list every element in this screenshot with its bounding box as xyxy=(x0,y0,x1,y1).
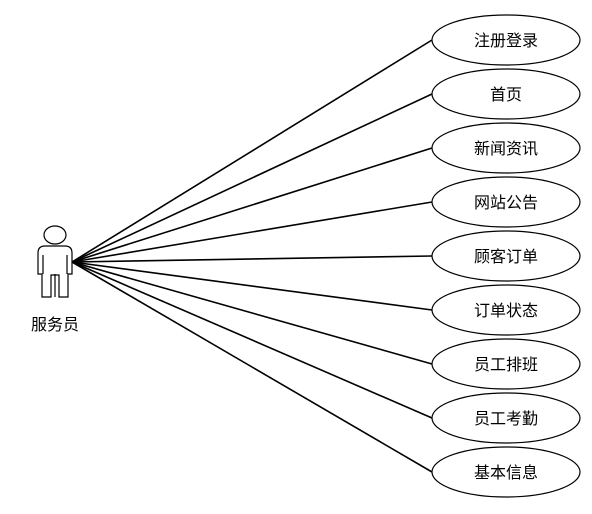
association-line xyxy=(71,201,433,263)
association-line xyxy=(71,261,433,365)
use-case-label: 首页 xyxy=(490,85,522,104)
association-line xyxy=(71,147,433,263)
use-case: 基本信息 xyxy=(431,446,581,498)
use-case-label: 新闻资讯 xyxy=(474,139,538,158)
association-line xyxy=(71,261,433,311)
association-line xyxy=(71,261,433,473)
use-case-label: 员工排班 xyxy=(474,355,538,374)
use-case-ellipse xyxy=(431,122,581,174)
use-case-ellipse xyxy=(431,284,581,336)
use-case: 员工考勤 xyxy=(431,392,581,444)
use-case-ellipse xyxy=(431,338,581,390)
use-case-label: 网站公告 xyxy=(474,193,538,212)
use-case-label: 顾客订单 xyxy=(474,247,538,266)
association-lines xyxy=(71,39,433,473)
use-case-label: 订单状态 xyxy=(474,301,538,320)
use-case: 新闻资讯 xyxy=(431,122,581,174)
use-case: 顾客订单 xyxy=(431,230,581,282)
use-case-ellipse xyxy=(431,14,581,66)
actor-label: 服务员 xyxy=(31,315,79,334)
actor-waiter: 服务员 xyxy=(31,225,79,334)
use-case: 首页 xyxy=(431,68,581,120)
use-case-ellipse xyxy=(431,230,581,282)
stick-figure-icon xyxy=(37,225,73,298)
association-line xyxy=(71,261,433,419)
use-case: 网站公告 xyxy=(431,176,581,228)
use-case: 注册登录 xyxy=(431,14,581,66)
association-line xyxy=(71,39,433,263)
use-case-label: 基本信息 xyxy=(474,463,538,482)
association-line xyxy=(71,255,433,263)
use-case: 员工排班 xyxy=(431,338,581,390)
use-case-ellipse xyxy=(431,446,581,498)
use-case-label: 注册登录 xyxy=(474,31,538,50)
association-line xyxy=(71,93,433,263)
use-case-ellipse xyxy=(431,392,581,444)
use-case-ellipse xyxy=(431,68,581,120)
use-case-label: 员工考勤 xyxy=(474,409,538,428)
use-case-ellipse xyxy=(431,176,581,228)
use-case: 订单状态 xyxy=(431,284,581,336)
